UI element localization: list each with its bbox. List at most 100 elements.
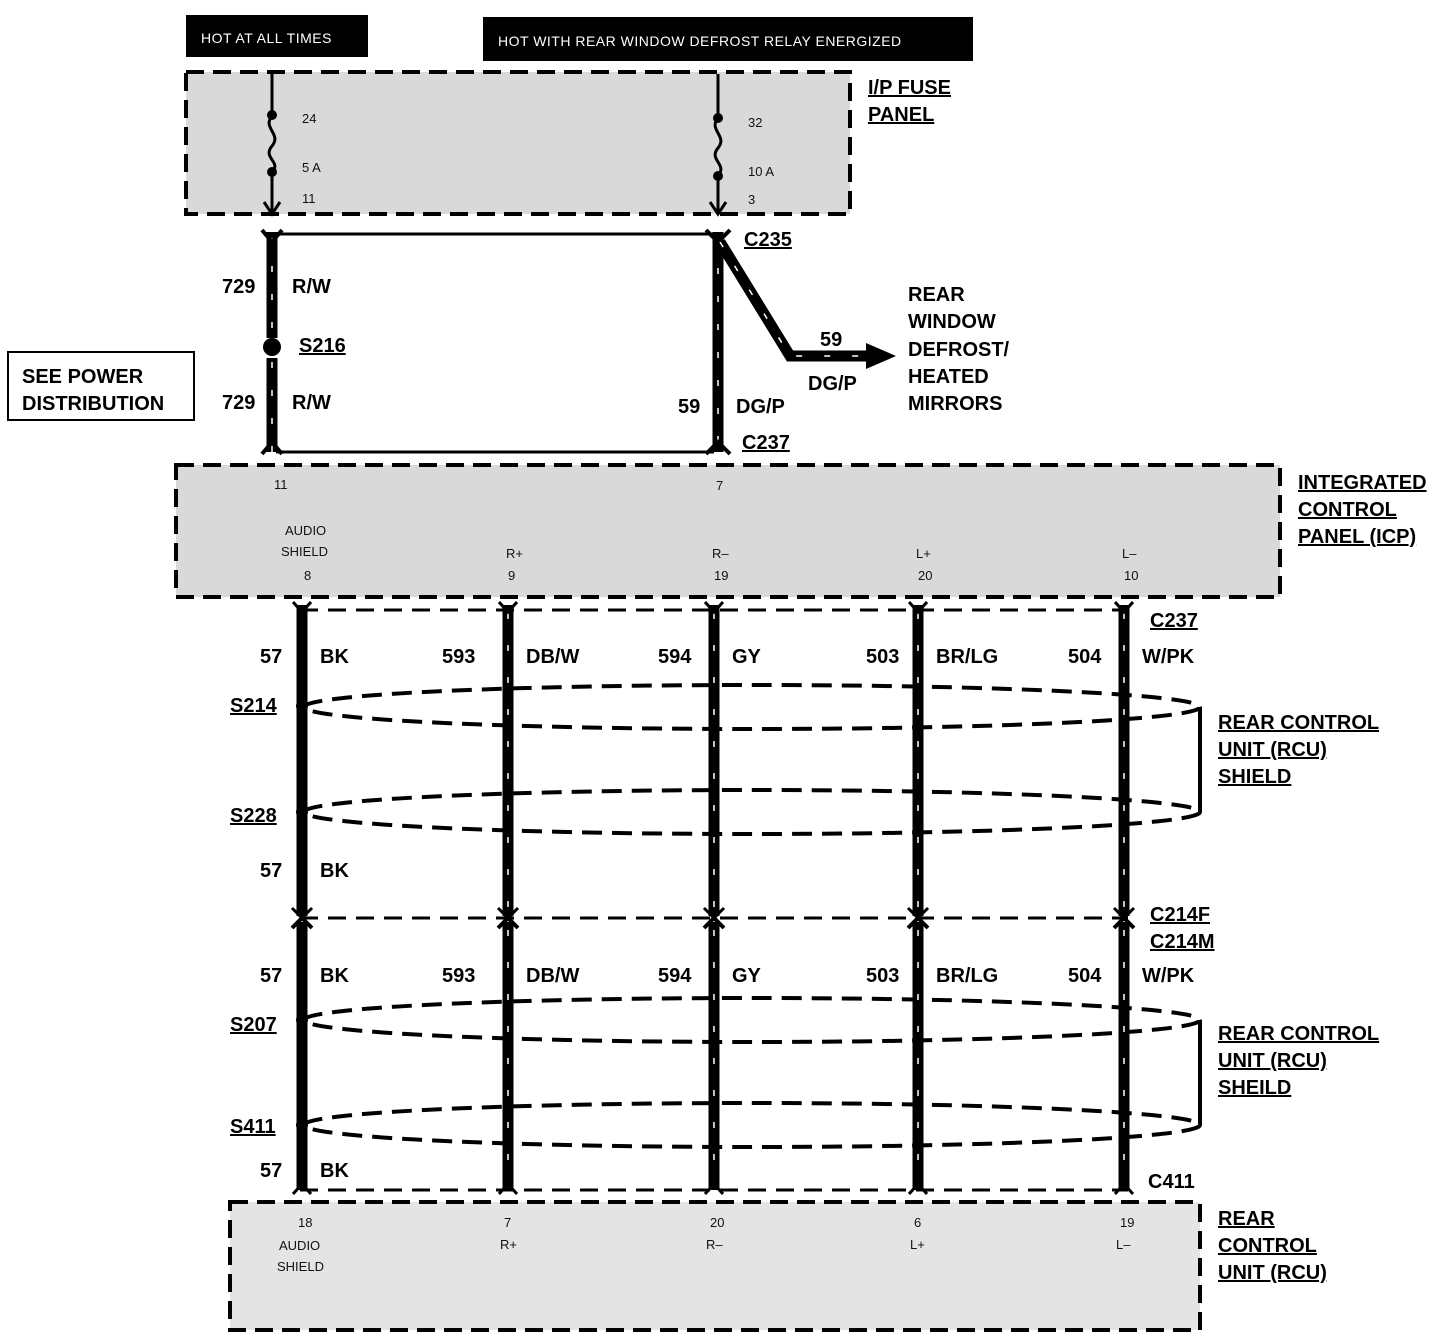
fuse-right-arrow [708, 201, 728, 217]
fuse-right-bottom-num: 3 [748, 192, 755, 207]
shield-upper-ellipse-bottom [302, 788, 1202, 836]
icp-pin-name-2: R– [712, 546, 729, 561]
icp-title-2: CONTROL [1298, 499, 1397, 521]
connector-c411-mark-4 [1113, 1181, 1135, 1196]
icp-pin-name-3: L+ [916, 546, 931, 561]
splice-s207-dot [296, 1014, 308, 1026]
fuse-left-bottom-num: 11 [302, 191, 316, 206]
fuse-left-rating: 5 A [302, 160, 321, 175]
connector-c411-label: C411 [1148, 1171, 1195, 1193]
connector-c237-mark-2 [703, 600, 725, 615]
wire-lower-circuit-0: 57 [260, 965, 282, 987]
icp-title-1: INTEGRATED [1298, 472, 1427, 494]
see-power-distribution-box [7, 351, 195, 421]
connector-left-bottom-mark [260, 438, 284, 456]
defrost-dest-line3: DEFROST/ [908, 339, 1010, 361]
wire-lower-color-0: BK [320, 965, 349, 987]
wire-lower-color-2: GY [732, 965, 762, 987]
shield-upper-line3: SHIELD [1218, 766, 1291, 788]
splice-s411-dot [296, 1119, 308, 1131]
shield-lower-line3: SHEILD [1218, 1077, 1291, 1099]
splice-s207-label: S207 [230, 1014, 277, 1036]
wire-upper-circuit-3: 503 [866, 646, 899, 668]
connector-c235-label: C235 [744, 229, 792, 251]
fuse-left-element [267, 115, 277, 174]
wire-upper-color-0: BK [320, 646, 349, 668]
defrost-dest-line1: REAR [908, 284, 965, 306]
shield-lower-line2: UNIT (RCU) [1218, 1050, 1327, 1072]
wire-upper-circuit-1: 593 [442, 646, 475, 668]
wire-upper-color-2: GY [732, 646, 762, 668]
rcu-pin-num-3: 6 [914, 1215, 921, 1230]
wire-lower-color-1: DB/W [526, 965, 579, 987]
fuse-left-arrow [262, 201, 282, 217]
fuse-right-rating: 10 A [748, 164, 774, 179]
wire-upper-color-3: BR/LG [936, 646, 998, 668]
icp-box [174, 463, 1282, 599]
shield-upper-line2: UNIT (RCU) [1218, 739, 1327, 761]
fuse-right-element [713, 117, 723, 177]
connector-c214f-mark-0 [290, 906, 314, 921]
connector-c237-mark-3 [907, 600, 929, 615]
rcu-audio-line2: SHIELD [277, 1259, 324, 1274]
rcu-box [228, 1200, 1202, 1332]
connector-c237-mark-0 [291, 600, 313, 615]
header-hot-with-defrost-text: HOT WITH REAR WINDOW DEFROST RELAY ENERG… [498, 33, 902, 49]
splice-s228-dot [296, 806, 308, 818]
ip-fuse-panel [184, 70, 852, 216]
rcu-pin-num-0: 18 [298, 1215, 312, 1230]
connector-left-top-mark [260, 228, 284, 246]
defrost-dest-line5: MIRRORS [908, 393, 1002, 415]
splice-s214-dot [296, 700, 308, 712]
connector-c237-mark-1 [497, 600, 519, 615]
color-dgp-vertical: DG/P [736, 396, 785, 418]
wire-upper-color-1: DB/W [526, 646, 579, 668]
see-power-line2: DISTRIBUTION [22, 393, 164, 415]
wire-lower-color-4: W/PK [1142, 965, 1195, 987]
splice-s216-label: S216 [299, 335, 346, 357]
ground-bottom-circuit: 57 [260, 1160, 282, 1182]
wire-upper-color-4: W/PK [1142, 646, 1195, 668]
shield-lower-line1: REAR CONTROL [1218, 1023, 1379, 1045]
defrost-arrow-head [866, 343, 896, 369]
wire-lower-circuit-1: 593 [442, 965, 475, 987]
rcu-audio-line1: AUDIO [279, 1238, 320, 1253]
wire-59-branch-stripe [719, 241, 866, 357]
wire-lower-circuit-3: 503 [866, 965, 899, 987]
fuse-left-node-top [267, 110, 277, 120]
fuse-left-top-num: 24 [302, 111, 316, 126]
icp-pin-num-0: 8 [304, 568, 311, 583]
header-hot-at-all-times-text: HOT AT ALL TIMES [201, 30, 332, 46]
connector-c411-mark-3 [907, 1181, 929, 1196]
rcu-pin-name-3: L+ [910, 1237, 925, 1252]
wire-upper-circuit-4: 504 [1068, 646, 1102, 668]
wire-lower-color-3: BR/LG [936, 965, 998, 987]
ground-mid-color: BK [320, 860, 349, 882]
color-dgp-branch: DG/P [808, 373, 857, 395]
connector-c235-mark [704, 228, 732, 245]
shield-lower-ellipse-bottom [302, 1101, 1202, 1149]
icp-pin-num-1: 9 [508, 568, 515, 583]
signal-wires [290, 600, 1136, 1196]
icp-pin-power-right: 7 [716, 478, 723, 493]
wire-lower-circuit-2: 594 [658, 965, 692, 987]
ip-fuse-panel-title-2: PANEL [868, 104, 934, 126]
rcu-pin-num-2: 20 [710, 1215, 724, 1230]
icp-pin-name-1: R+ [506, 546, 523, 561]
connector-c214f-mark-4 [1112, 906, 1136, 921]
circuit-729-upper: 729 [222, 276, 255, 298]
shield-lower-ellipse-top [302, 996, 1202, 1044]
icp-pin-power-left: 11 [274, 477, 288, 492]
wire-upper-circuit-2: 594 [658, 646, 692, 668]
icp-title-3: PANEL (ICP) [1298, 526, 1416, 548]
icp-pin-num-4: 10 [1124, 568, 1138, 583]
wire-upper-circuit-0: 57 [260, 646, 282, 668]
connector-c214f-mark-3 [906, 906, 930, 921]
connector-c411-mark-1 [497, 1181, 519, 1196]
rcu-title-2: CONTROL [1218, 1235, 1317, 1257]
splice-s411-label: S411 [230, 1116, 276, 1138]
connector-c237-top-label: C237 [742, 432, 790, 454]
connector-c214f-mark-2 [702, 906, 726, 921]
